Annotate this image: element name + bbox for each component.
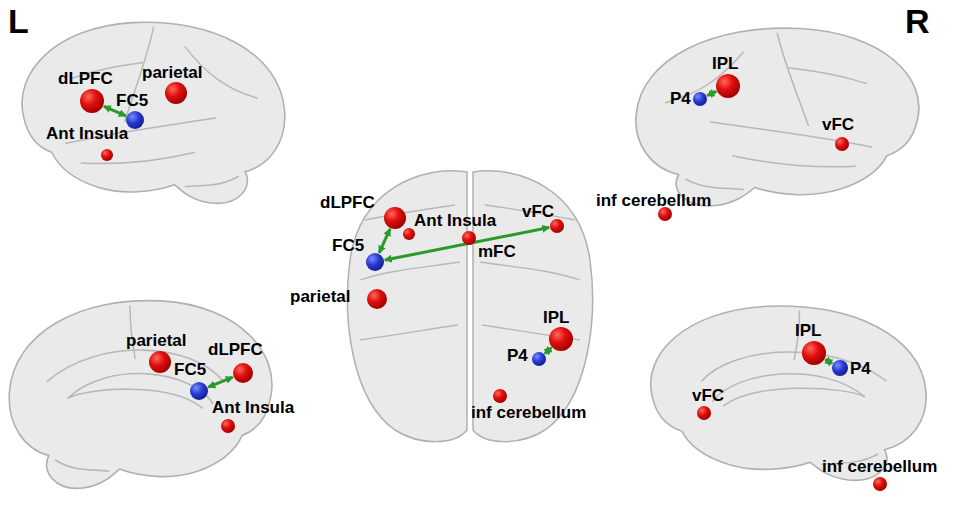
sphere-dot bbox=[550, 219, 564, 233]
region-marker: mFC bbox=[462, 231, 476, 245]
connectivity-arrow bbox=[385, 228, 549, 261]
region-label: dLPFC bbox=[320, 194, 375, 212]
region-marker: dLPFC bbox=[80, 89, 104, 113]
region-marker: FC5 bbox=[366, 253, 384, 271]
sphere-dot bbox=[367, 289, 387, 309]
region-marker: parietal bbox=[367, 289, 387, 309]
sphere-dot bbox=[126, 111, 144, 129]
region-label: Ant Insula bbox=[212, 399, 294, 417]
sphere-dot bbox=[873, 477, 887, 491]
region-label: parietal bbox=[142, 64, 202, 82]
sphere-dot bbox=[366, 253, 384, 271]
hemisphere-letter: R bbox=[905, 2, 930, 40]
connectivity-arrow bbox=[545, 348, 551, 354]
region-label: FC5 bbox=[116, 92, 148, 110]
region-label: inf cerebellum bbox=[596, 192, 711, 210]
sphere-dot bbox=[493, 389, 507, 403]
region-marker: parietal bbox=[149, 351, 171, 373]
region-marker: IPL bbox=[716, 74, 740, 98]
connectivity-arrow bbox=[379, 229, 390, 253]
region-marker: FC5 bbox=[190, 382, 208, 400]
region-label: inf cerebellum bbox=[822, 458, 937, 476]
region-label: FC5 bbox=[174, 361, 206, 379]
sphere-dot bbox=[462, 231, 476, 245]
region-label: vFC bbox=[692, 387, 724, 405]
region-marker: P4 bbox=[532, 352, 546, 366]
region-label: Ant Insula bbox=[46, 125, 128, 143]
region-marker: P4 bbox=[832, 360, 848, 376]
region-marker: Ant Insula bbox=[101, 149, 113, 161]
region-label: Ant Insula bbox=[414, 212, 496, 230]
region-label: P4 bbox=[507, 347, 528, 365]
sphere-dot bbox=[80, 89, 104, 113]
region-label: IPL bbox=[543, 309, 569, 327]
sphere-dot bbox=[532, 352, 546, 366]
connectivity-arrow bbox=[825, 359, 832, 363]
region-marker: dLPFC bbox=[384, 207, 406, 229]
region-marker: vFC bbox=[835, 137, 849, 151]
region-label: IPL bbox=[712, 55, 738, 73]
sphere-dot bbox=[233, 363, 253, 383]
region-label: IPL bbox=[795, 322, 821, 340]
region-marker: Ant Insula bbox=[221, 419, 235, 433]
region-marker: inf cerebellum bbox=[493, 389, 507, 403]
sphere-dot bbox=[165, 82, 187, 104]
region-marker: vFC bbox=[550, 219, 564, 233]
region-label: dLPFC bbox=[58, 70, 113, 88]
region-marker: inf cerebellum bbox=[873, 477, 887, 491]
region-label: inf cerebellum bbox=[471, 404, 586, 422]
sphere-dot bbox=[149, 351, 171, 373]
region-marker: FC5 bbox=[126, 111, 144, 129]
region-label: vFC bbox=[522, 203, 554, 221]
region-marker: parietal bbox=[165, 82, 187, 104]
sphere-dot bbox=[693, 92, 707, 106]
region-marker: inf cerebellum bbox=[658, 207, 672, 221]
hemisphere-letter: L bbox=[8, 2, 29, 40]
sphere-dot bbox=[549, 327, 573, 351]
region-marker: vFC bbox=[697, 406, 711, 420]
region-label: FC5 bbox=[332, 237, 364, 255]
sphere-dot bbox=[697, 406, 711, 420]
connectivity-arrow bbox=[707, 91, 716, 95]
region-label: vFC bbox=[822, 116, 854, 134]
sphere-dot bbox=[835, 137, 849, 151]
region-label: mFC bbox=[478, 243, 516, 261]
region-marker: IPL bbox=[802, 341, 826, 365]
region-marker: IPL bbox=[549, 327, 573, 351]
region-label: P4 bbox=[670, 90, 691, 108]
sphere-dot bbox=[832, 360, 848, 376]
region-label: P4 bbox=[850, 360, 871, 378]
region-label: parietal bbox=[290, 288, 350, 306]
region-marker: Ant Insula bbox=[403, 228, 415, 240]
region-marker: P4 bbox=[693, 92, 707, 106]
region-label: dLPFC bbox=[208, 341, 263, 359]
region-label: parietal bbox=[126, 332, 186, 350]
sphere-dot bbox=[716, 74, 740, 98]
sphere-dot bbox=[190, 382, 208, 400]
sphere-dot bbox=[384, 207, 406, 229]
sphere-dot bbox=[403, 228, 415, 240]
sphere-dot bbox=[221, 419, 235, 433]
connectivity-arrow bbox=[208, 377, 233, 387]
region-marker: dLPFC bbox=[233, 363, 253, 383]
sphere-dot bbox=[101, 149, 113, 161]
sphere-dot bbox=[802, 341, 826, 365]
